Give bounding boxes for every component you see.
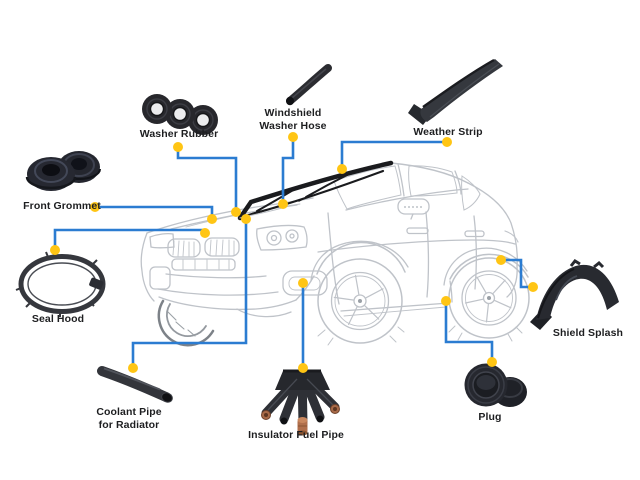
marker-dot [298, 278, 308, 288]
front-grommet-image [25, 151, 101, 191]
part-label-front-grommet: Front Grommet [23, 200, 101, 213]
part-label-washer-rubber: Washer Rubber [140, 128, 219, 141]
rear-wheel-spokes [464, 276, 512, 323]
marker-dot [173, 142, 183, 152]
label-text: Weather Strip [413, 126, 483, 138]
marker-dot [241, 214, 251, 224]
marker-dot [50, 245, 60, 255]
marker-dot [528, 282, 538, 292]
part-label-weather-strip: Weather Strip [413, 126, 482, 139]
label-text: Washer Hose [259, 120, 327, 132]
label-text: Washer Rubber [139, 128, 219, 140]
connector-coolant-pipe [131, 219, 248, 368]
windshield-and-wipers [237, 160, 394, 221]
marker-dot [496, 255, 506, 265]
windshield-washer-hose-image [286, 64, 332, 106]
label-text: Plug [478, 411, 502, 423]
marker-dot [200, 228, 210, 238]
connector-weather-strip [340, 140, 447, 169]
marker-dot [231, 207, 241, 217]
part-label-plug: Plug [478, 411, 501, 424]
car-illustration [140, 160, 530, 347]
marker-dot [207, 214, 217, 224]
connector-plug [444, 301, 494, 362]
label-text: Front Grommet [23, 200, 101, 212]
coolant-pipe-image [97, 366, 173, 403]
washer-rubber-image [142, 94, 218, 135]
plug-image [464, 363, 527, 407]
weather-strip-image [408, 58, 503, 125]
front-wheel-spokes [333, 274, 384, 325]
marker-dot [90, 202, 100, 212]
part-label-shield-splash: Shield Splash [553, 327, 623, 340]
label-text: Windshield [264, 107, 322, 119]
shield-splash-image [530, 259, 619, 330]
label-text: Shield Splash [552, 327, 624, 339]
marker-dot [128, 363, 138, 373]
connector-windshield-washer-hose [281, 137, 295, 204]
connector-shield-splash [501, 258, 533, 289]
connector-front-grommet [95, 205, 214, 219]
seal-hood-image [15, 251, 106, 317]
marker-dot [288, 132, 298, 142]
marker-dots [50, 132, 538, 373]
connector-washer-rubber [176, 147, 238, 212]
label-text: Coolant Pipe [96, 406, 162, 418]
marker-dot [487, 357, 497, 367]
part-label-insulator-fuel-pipe: Insulator Fuel Pipe [248, 429, 344, 442]
part-label-windshield-washer-hose: Windshield Washer Hose [259, 107, 326, 133]
part-label-seal-hood: Seal Hood [32, 313, 84, 326]
grille-slats [172, 239, 235, 257]
label-text: for Radiator [98, 419, 160, 431]
marker-dot [298, 363, 308, 373]
connector-lines [53, 137, 533, 368]
connector-seal-hood [53, 228, 207, 250]
marker-dot [337, 164, 347, 174]
part-label-coolant-pipe-for-radiator: Coolant Pipe for Radiator [96, 406, 161, 432]
marker-dot [278, 199, 288, 209]
label-text: Seal Hood [31, 313, 85, 325]
marker-dot [442, 137, 452, 147]
insulator-fuel-pipe-image [261, 369, 340, 436]
label-text: Insulator Fuel Pipe [248, 429, 344, 441]
part-images [15, 58, 619, 436]
marker-dot [441, 296, 451, 306]
